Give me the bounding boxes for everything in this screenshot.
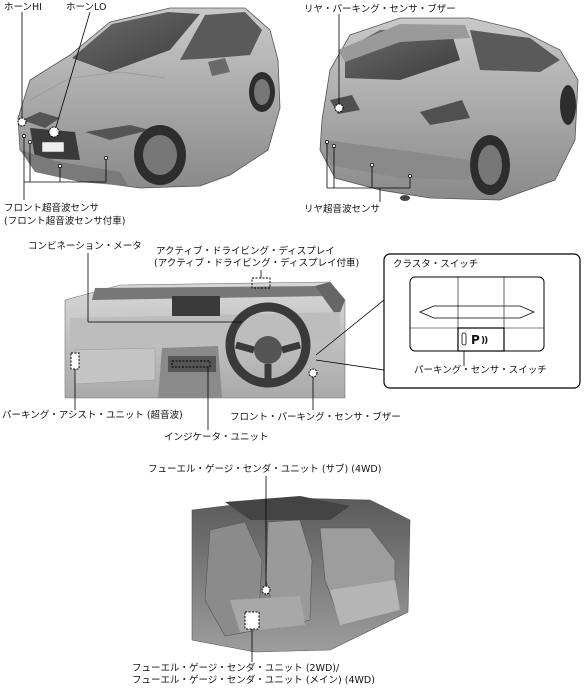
cluster-switch-label: クラスタ・スイッチ — [393, 259, 479, 270]
front-parking-buzzer-label: フロント・パーキング・センサ・ブザー — [230, 412, 401, 423]
front-sensor-leaders — [22, 134, 108, 200]
rear-sensor-label: リヤ超音波センサ — [304, 204, 381, 215]
horn-hi-label: ホーンHI — [4, 2, 42, 13]
combination-meter-leader — [87, 253, 242, 323]
rear-sensor-leaders — [325, 140, 412, 202]
active-display-label: アクティブ・ドライビング・ディスプレイ — [156, 246, 335, 257]
rear-parking-buzzer-label: リヤ・パーキング・センサ・ブザー — [304, 4, 456, 15]
indicator-unit-label: インジケータ・ユニット — [164, 432, 269, 443]
cluster-callout-lines — [315, 299, 385, 371]
horn-lo-marker — [48, 11, 91, 138]
horn-hi-marker — [17, 12, 27, 127]
front-car-illustration — [17, 7, 281, 189]
fuel-gauge-main-label: フューエル・ゲージ・センダ・ユニット (2WD)/ — [132, 663, 340, 674]
fuel-sender-main-marker — [244, 611, 260, 662]
horn-lo-label: ホーンLO — [66, 2, 107, 13]
parking-sensor-switch-label: パーキング・センサ・スイッチ — [414, 365, 547, 376]
rear-buzzer-marker — [334, 14, 344, 113]
cabin-interior-illustration — [191, 496, 411, 653]
fuel-gauge-main-note-label: フューエル・ゲージ・センダ・ユニット (メイン) (4WD) — [132, 675, 375, 686]
front-sensor-note-label: (フロント超音波センサ付車) — [4, 216, 126, 227]
rear-car-illustration — [319, 17, 579, 201]
combination-meter-label: コンビネーション・メータ — [28, 241, 142, 252]
parking-assist-unit-marker — [70, 352, 80, 410]
parking-switch-wave-icon: )) — [481, 336, 488, 346]
parking-assist-unit-label: パーキング・アシスト・ユニット (超音波) — [2, 410, 183, 421]
parking-switch-p-icon: P — [471, 333, 480, 347]
indicator-unit-marker — [171, 360, 211, 430]
fuel-gauge-sub-label: フューエル・ゲージ・センダ・ユニット (サブ) (4WD) — [148, 464, 382, 475]
active-display-note-label: (アクティブ・ドライビング・ディスプレイ付車) — [154, 258, 360, 269]
cluster-switch-inset — [383, 253, 581, 389]
fuel-sender-sub-marker — [261, 476, 271, 595]
active-display-marker — [251, 270, 271, 289]
front-buzzer-marker — [308, 368, 318, 410]
dashboard-illustration — [64, 281, 346, 399]
front-sensor-label: フロント超音波センサ — [4, 203, 100, 214]
